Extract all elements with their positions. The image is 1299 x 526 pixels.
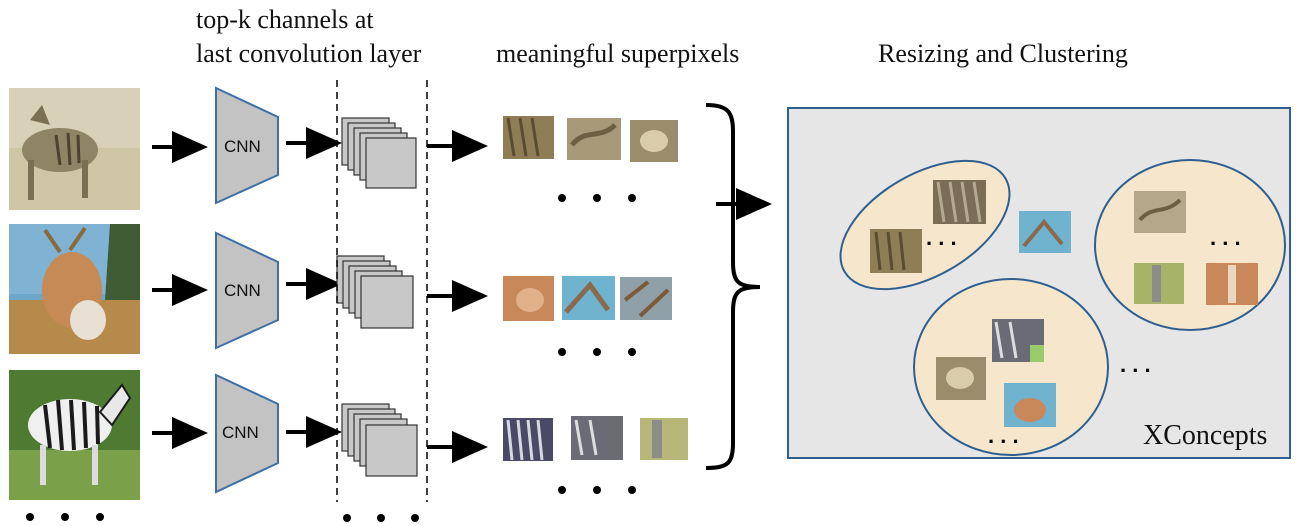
cnn-label-row2: CNN (224, 281, 261, 300)
cnn-block-row3: CNN (215, 373, 279, 494)
cnn-label-row1: CNN (224, 137, 261, 156)
row1-dots (558, 194, 636, 202)
header-clustering: Resizing and Clustering (878, 39, 1128, 68)
header-channels-line2: last convolution layer (196, 39, 422, 68)
input-image-zebra (9, 370, 140, 500)
input-image-thylacine (9, 88, 140, 210)
cnn-block-row1: CNN (215, 86, 279, 205)
feature-maps-row3 (341, 403, 418, 477)
superpixels-row2 (503, 276, 672, 321)
feature-maps-row2 (336, 255, 414, 329)
feature-maps-dots (343, 514, 419, 522)
xconcepts-panel: . . . . . . . . . (787, 107, 1291, 459)
cnn-label-row3: CNN (222, 423, 259, 442)
cluster-faces: . . . (913, 278, 1109, 456)
outlier-patch-deer (1019, 211, 1071, 253)
cluster-thylacine: . . . (839, 159, 1011, 291)
row2-dots (558, 348, 636, 356)
feature-maps-row1 (341, 117, 417, 189)
cluster-thylacine-ellipsis: . . . (926, 225, 957, 250)
cnn-block-row2: CNN (215, 231, 279, 350)
pipeline-row-deer: CNN (9, 224, 672, 356)
cluster-legs-ellipsis: . . . (1210, 225, 1241, 250)
panel-ellipsis: . . . (1120, 352, 1151, 377)
header-channels-line1: top-k channels at (196, 5, 374, 34)
pipeline-row-zebra: CNN (9, 370, 688, 500)
pipeline-row-thylacine: CNN (9, 86, 678, 210)
header-superpixels: meaningful superpixels (496, 39, 739, 68)
row3-dots (558, 486, 636, 494)
superpixels-row3 (503, 416, 688, 461)
input-images-dots (26, 513, 104, 521)
curly-brace (705, 103, 761, 470)
superpixels-row1 (503, 116, 678, 162)
xconcepts-label: XConcepts (1143, 420, 1267, 451)
cluster-faces-ellipsis: . . . (988, 423, 1019, 448)
input-image-deer (9, 224, 140, 354)
cluster-legs: . . . (1094, 159, 1286, 331)
